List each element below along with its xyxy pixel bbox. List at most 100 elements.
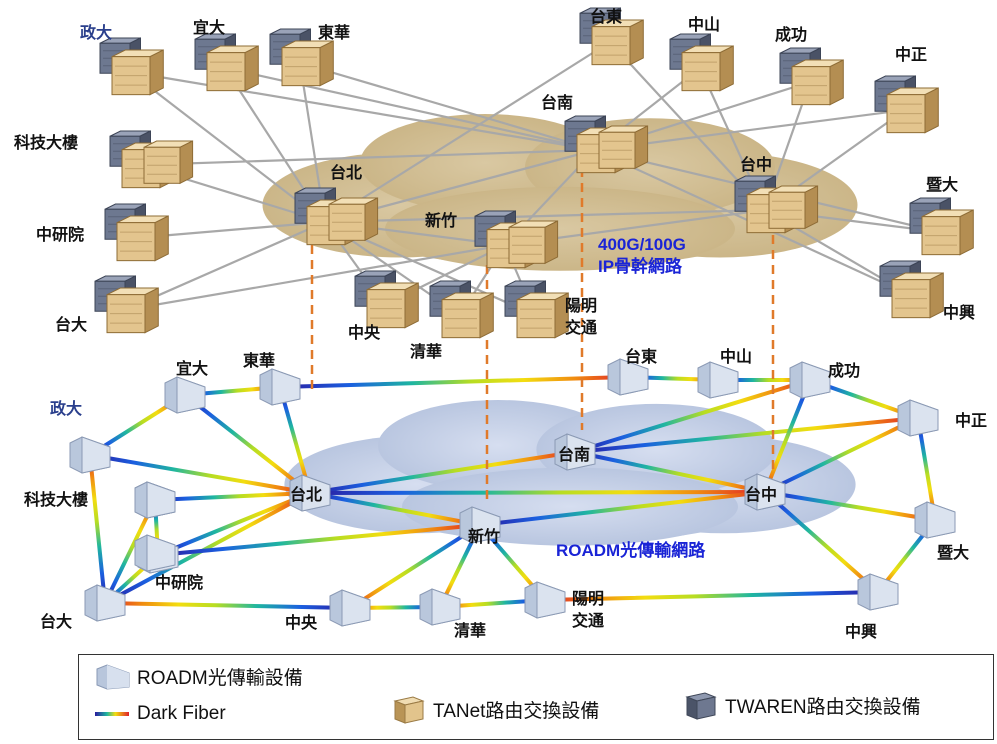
tanet-router-icon [393, 696, 425, 724]
tanet-router-icon [891, 272, 944, 319]
dark-fiber-link [478, 490, 767, 527]
tanet-router-icon [116, 215, 169, 262]
legend-roadm: ROADM光傳輸設備 [93, 661, 303, 691]
dark-fiber-link [183, 393, 312, 495]
legend-fiber-label: Dark Fiber [137, 703, 226, 724]
node-label-taidong-ip: 台東 [590, 7, 622, 26]
node-label-taizhong-ip: 台中 [740, 155, 772, 174]
legend-tanet: TANet路由交換設備 [391, 691, 599, 727]
roadm-device-icon [744, 473, 786, 511]
roadm-device-icon [857, 573, 899, 611]
dark-fiber-link [573, 416, 920, 454]
node-label-zhongyang-ip: 中央 [348, 323, 381, 342]
ip-link [129, 70, 596, 152]
node-label-tainan-roadm: 台南 [558, 445, 590, 464]
roadm-device-icon [459, 506, 501, 544]
node-label-jida-ip: 暨大 [926, 175, 958, 194]
dark-fiber-link [763, 490, 880, 594]
dark-fiber-link [88, 453, 107, 605]
tanet-router-icon [768, 185, 819, 230]
dark-fiber-link [348, 523, 482, 610]
roadm-device-icon [164, 376, 206, 414]
dark-fiber-icon [95, 712, 129, 716]
roadm-device-icon [289, 474, 331, 512]
node-label-qinghua-ip: 清華 [410, 342, 442, 361]
tanet-router-icon [791, 59, 844, 106]
tanet-router-icon [516, 292, 569, 339]
ip-link [299, 61, 596, 152]
node-label-taipei-ip: 台北 [330, 163, 362, 182]
node-label-chenggong-roadm: 成功 [828, 361, 860, 380]
node-label-donghua-ip: 東華 [318, 23, 350, 42]
node-label-zhongyang-roadm: 中央 [285, 613, 318, 632]
node-label-xinzhu-ip: 新竹 [425, 211, 457, 230]
node-label-keji-roadm: 科技大樓 [24, 490, 88, 509]
ip-link [324, 41, 611, 223]
tanet-router-icon [366, 282, 419, 329]
node-label-jida-roadm: 暨大 [937, 543, 969, 562]
tanet-router-icon [106, 287, 159, 334]
node-label-zhengda-roadm: 政大 [50, 399, 82, 418]
tanet-router-icon [143, 140, 194, 185]
node-label-taidong-roadm: 台東 [625, 347, 657, 366]
node-label-yida-roadm: 宜大 [176, 359, 208, 378]
node-label-yangming-ip: 陽明交通 [565, 296, 597, 337]
node-label-zhongyan-ip: 中研院 [36, 225, 84, 244]
dark-fiber-link [156, 523, 482, 557]
tanet-router-icon [591, 19, 644, 66]
node-label-keji-ip: 科技大樓 [14, 133, 78, 152]
node-label-yida-ip: 宜大 [193, 18, 225, 37]
tanet-router-icon [508, 220, 559, 265]
tanet-router-icon [886, 87, 939, 134]
roadm-device-icon [419, 588, 461, 626]
dark-fiber-link [308, 450, 577, 495]
tanet-router-icon [441, 292, 494, 339]
node-label-yangming-roadm: 陽明交通 [572, 589, 604, 630]
tanet-router-icon [681, 45, 734, 92]
dark-fiber-link [278, 385, 312, 495]
node-label-zhongyan-roadm: 中研院 [155, 573, 203, 592]
roadm-device-icon [697, 361, 739, 399]
roadm-device-icon [329, 589, 371, 627]
roadm-device-icon [259, 368, 301, 406]
node-label-taida-ip: 台大 [55, 315, 87, 334]
tanet-router-icon [111, 49, 164, 96]
dark-fiber-link [153, 491, 312, 502]
roadm-device-icon [524, 581, 566, 619]
roadm-device-icon [134, 481, 176, 519]
legend-fiber: Dark Fiber [93, 699, 226, 729]
legend-tanet-label: TANet路由交換設備 [433, 700, 600, 722]
node-label-donghua-roadm: 東華 [243, 351, 275, 370]
dark-fiber-link [763, 378, 812, 494]
roadm-device-icon [134, 534, 176, 572]
dark-fiber-link [278, 375, 630, 389]
tanet-router-icon [921, 209, 974, 256]
legend-twaren-label: TWAREN路由交換設備 [725, 696, 921, 718]
node-label-chenggong-ip: 成功 [775, 25, 807, 44]
dark-fiber-link [763, 416, 920, 494]
roadm-device-icon [554, 433, 596, 471]
ip-link [129, 71, 326, 223]
roadm-icon [96, 664, 130, 690]
roadm-device-icon [897, 399, 939, 437]
node-label-zhongshan-roadm: 中山 [720, 347, 752, 366]
node-label-zhongxing-ip: 中興 [943, 303, 975, 322]
tanet-router-icon [328, 197, 379, 242]
tanet-router-icon [281, 40, 334, 87]
dark-fiber-link [573, 378, 812, 454]
dark-fiber-link [156, 491, 312, 557]
roadm-device-icon [69, 436, 111, 474]
node-label-xinzhu-roadm: 新竹 [468, 527, 500, 546]
node-label-zhongshan-ip: 中山 [688, 15, 720, 34]
dark-fiber-link [308, 490, 767, 495]
roadm-device-icon [914, 501, 956, 539]
dark-fiber-link [573, 450, 767, 494]
twaren-router-icon [685, 692, 717, 720]
node-label-tainan-ip: 台南 [541, 93, 573, 112]
node-label-taipei-roadm: 台北 [290, 485, 322, 504]
dark-fiber-link [763, 490, 937, 522]
dark-fiber-link [916, 416, 937, 522]
ip-backbone-cloud [262, 114, 858, 271]
node-label-taizhong-roadm: 台中 [745, 485, 777, 504]
